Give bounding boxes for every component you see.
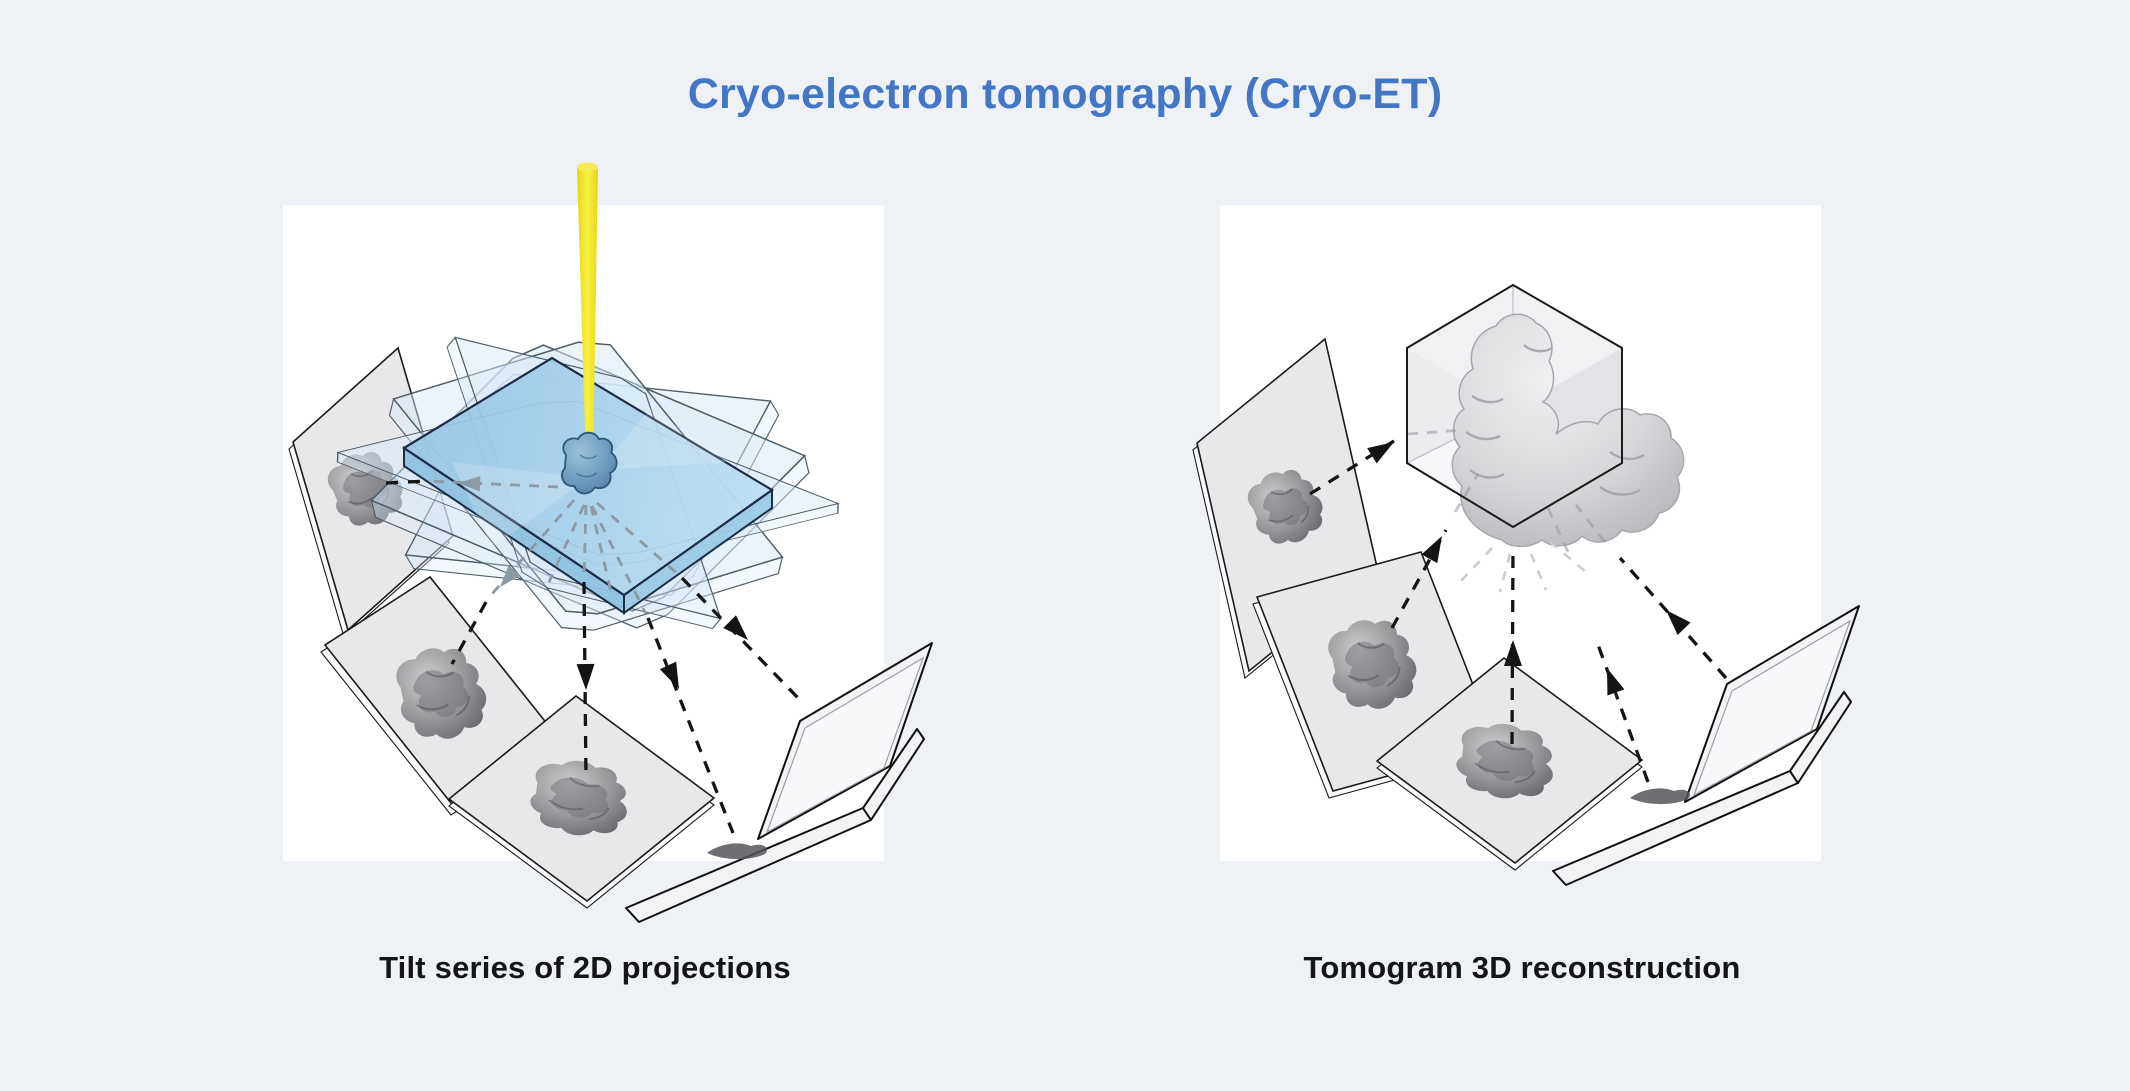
reconstructed-3d-molecule (1451, 313, 1685, 548)
dashed-projection-arrows (385, 479, 802, 834)
caption-tilt-series: Tilt series of 2D projections (379, 950, 791, 985)
dashed-reconstruction-arrows (1309, 434, 1728, 783)
projection-rays-inside-slice (427, 475, 681, 615)
panel-tilt-series (283, 162, 933, 923)
projection-plane-bottom (1375, 656, 1644, 871)
laptop-screen-molecule (1630, 788, 1691, 805)
panel-tomogram (1192, 205, 1860, 886)
page-title: Cryo-electron tomography (Cryo-ET) (687, 70, 1443, 118)
specimen-molecule (561, 431, 618, 495)
electron-beam (577, 162, 598, 464)
laptop-screen-molecule (707, 843, 768, 860)
rays-inside-cube (1407, 428, 1607, 593)
laptop (1552, 605, 1860, 886)
projection-plane-bottom (447, 694, 716, 909)
caption-tomogram: Tomogram 3D reconstruction (1303, 950, 1741, 985)
laptop (625, 642, 933, 923)
tomogram-cube (1406, 283, 1685, 593)
